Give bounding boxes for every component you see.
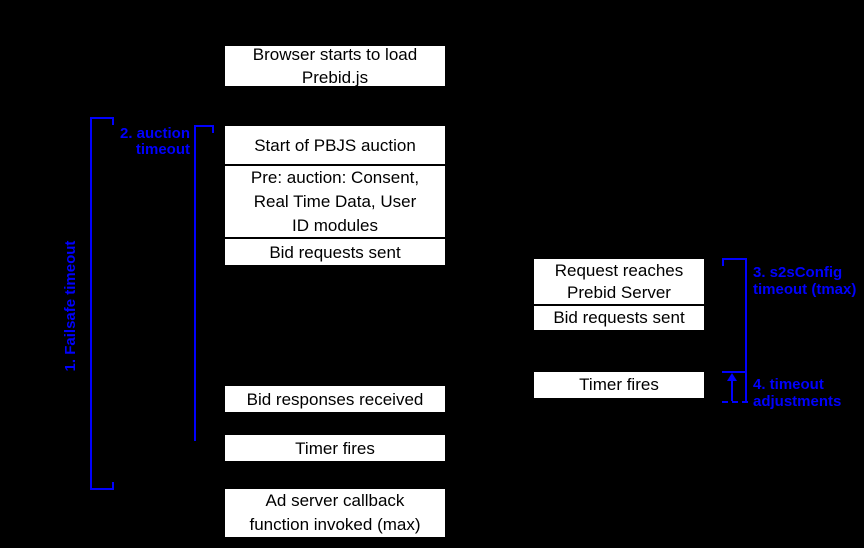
- box-server-timer-fires: Timer fires: [533, 371, 705, 399]
- s2s-bracket-top-tick: [722, 258, 747, 260]
- adjustment-up-arrow-icon: [727, 373, 737, 381]
- auction-timeout-label-line2: timeout: [135, 141, 190, 158]
- failsafe-bracket-top-stub: [112, 117, 114, 125]
- box-request-reaches-server: Request reaches Prebid Server: [533, 258, 705, 305]
- adjustment-dashed-line: [722, 401, 748, 403]
- failsafe-timeout-label: 1. Failsafe timeout: [62, 240, 79, 372]
- box-auction-start: Start of PBJS auction: [224, 125, 446, 165]
- s2s-bracket-top-stub: [722, 258, 724, 266]
- failsafe-bracket-bottom-tick: [90, 488, 114, 490]
- failsafe-bracket-bottom-stub: [112, 482, 114, 490]
- box-ad-server-callback: Ad server callback function invoked (max…: [224, 488, 446, 538]
- auction-timeout-label: 2. auction timeout: [90, 126, 190, 158]
- timeout-adjustments-label-line2: adjustments: [753, 393, 842, 410]
- box-bid-responses-received: Bid responses received: [224, 385, 446, 413]
- box-bid-requests-sent: Bid requests sent: [224, 238, 446, 266]
- box-browser-load: Browser starts to load Prebid.js: [224, 45, 446, 87]
- s2s-bracket-line: [745, 258, 747, 403]
- failsafe-bracket-top-tick: [90, 117, 114, 119]
- timeout-adjustments-label-line1: 4. timeout: [753, 376, 824, 393]
- s2s-timeout-label: 3. s2sConfig timeout (tmax): [753, 264, 856, 298]
- timeout-adjustments-label: 4. timeout adjustments: [753, 376, 841, 410]
- failsafe-bracket-line: [90, 117, 92, 490]
- auction-bracket-top-stub: [212, 125, 214, 133]
- auction-timeout-label-line1: 2. auction: [119, 125, 190, 142]
- s2s-timer-level-tick: [722, 371, 747, 373]
- s2s-timeout-label-line1: 3. s2sConfig: [753, 264, 843, 281]
- auction-bracket-top-tick: [194, 125, 214, 127]
- auction-bracket-line: [194, 125, 196, 441]
- s2s-timeout-label-line2: timeout (tmax): [753, 281, 857, 298]
- box-server-bid-requests-sent: Bid requests sent: [533, 305, 705, 331]
- box-timer-fires: Timer fires: [224, 434, 446, 462]
- box-pre-auction-modules: Pre: auction: Consent, Real Time Data, U…: [224, 165, 446, 238]
- adjustment-arrow-shaft: [731, 380, 733, 401]
